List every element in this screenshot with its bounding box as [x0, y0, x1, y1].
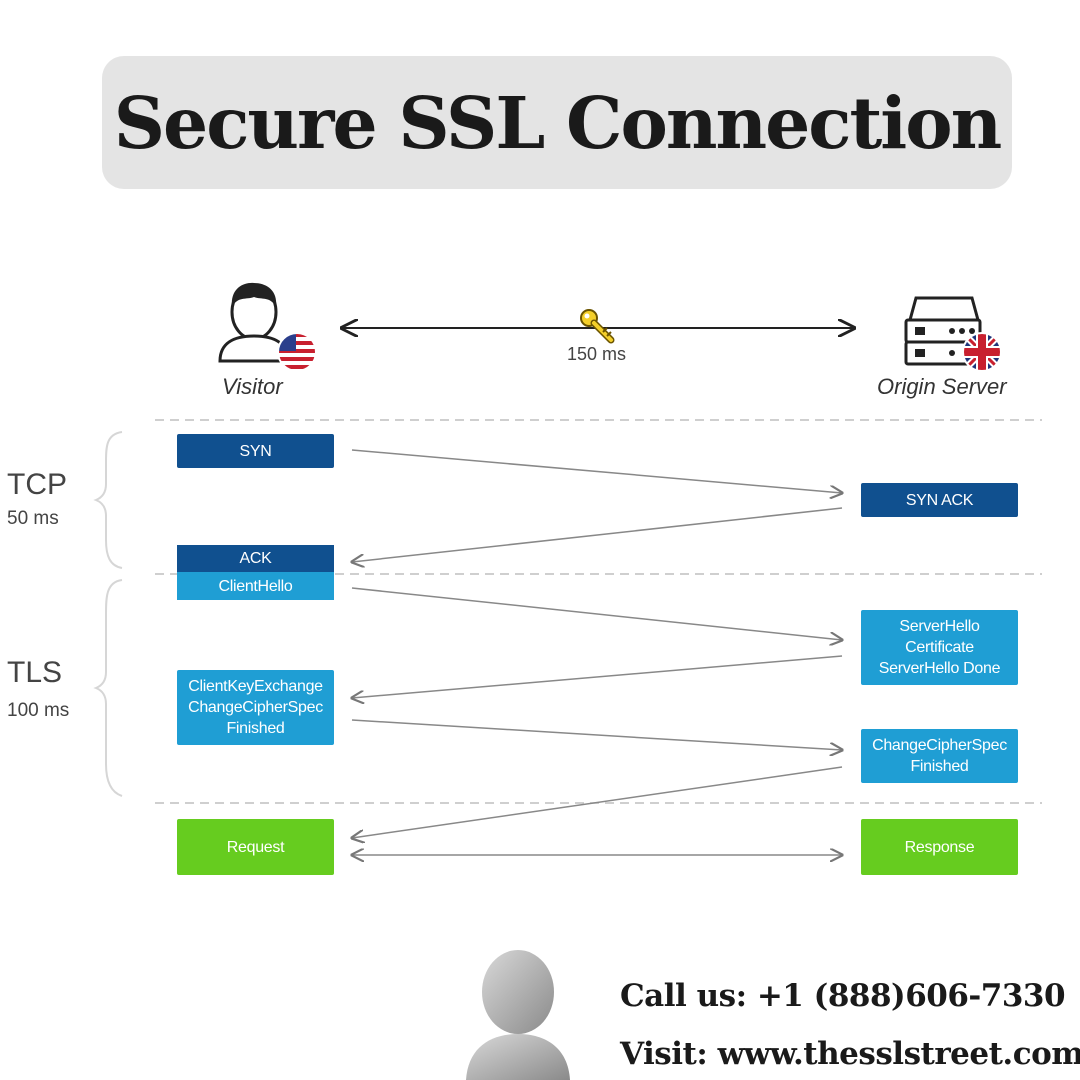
syn-ack-label: SYN ACK [905, 491, 974, 509]
key-icon [580, 309, 615, 344]
ack-label: ACK [239, 550, 272, 567]
client-key-line-1: ClientKeyExchange [188, 678, 323, 695]
arrow-server-hello [352, 655, 843, 698]
response-box: Response [861, 819, 1018, 875]
tcp-brace [93, 431, 123, 569]
arrow-client-key [351, 719, 842, 750]
contact-website[interactable]: Visit: www.thesslstreet.com [620, 1036, 1080, 1072]
server-change-line-2: Finished [910, 758, 969, 775]
client-key-exchange-box: ClientKeyExchange ChangeCipherSpec Finis… [177, 670, 334, 745]
tls-phase-time: 100 ms [7, 700, 70, 721]
client-hello-label: ClientHello [218, 577, 293, 595]
client-key-line-2: ChangeCipherSpec [188, 699, 323, 716]
tcp-phase-label: TCP [7, 468, 67, 501]
server-hello-box: ServerHello Certificate ServerHello Done [861, 610, 1018, 685]
latency-label: 150 ms [567, 344, 627, 364]
visitor-label: Visitor [222, 374, 283, 399]
us-flag-icon [277, 332, 317, 372]
server-hello-line-1: ServerHello [899, 618, 980, 635]
origin-server-label: Origin Server [877, 374, 1007, 399]
syn-box: SYN [177, 434, 334, 468]
server-hello-line-3: ServerHello Done [878, 660, 1001, 677]
tls-brace [93, 579, 123, 797]
syn-label: SYN [239, 442, 272, 460]
request-box: Request [177, 819, 334, 875]
contact-avatar-icon [466, 950, 570, 1080]
arrow-syn-ack [352, 507, 843, 562]
server-hello-line-2: Certificate [905, 639, 974, 656]
contact-phone: Call us: +1 (888)606-7330 [620, 978, 1066, 1014]
server-change-cipher-box: ChangeCipherSpec Finished [861, 729, 1018, 783]
uk-flag-icon [962, 332, 1002, 372]
arrow-client-hello [351, 587, 842, 640]
page-title: Secure SSL Connection [113, 80, 1002, 165]
server-change-line-1: ChangeCipherSpec [872, 737, 1007, 754]
ack-client-hello-box: ACK ClientHello [177, 545, 334, 600]
tcp-phase-time: 50 ms [7, 508, 59, 529]
server-icon [904, 296, 982, 366]
tls-phase-label: TLS [7, 656, 63, 689]
arrow-server-change [352, 766, 843, 838]
client-key-line-3: Finished [226, 720, 285, 737]
request-label: Request [226, 838, 285, 856]
arrow-syn [351, 449, 842, 493]
title-banner: Secure SSL Connection [102, 56, 1012, 189]
syn-ack-box: SYN ACK [861, 483, 1018, 517]
response-label: Response [904, 838, 975, 856]
